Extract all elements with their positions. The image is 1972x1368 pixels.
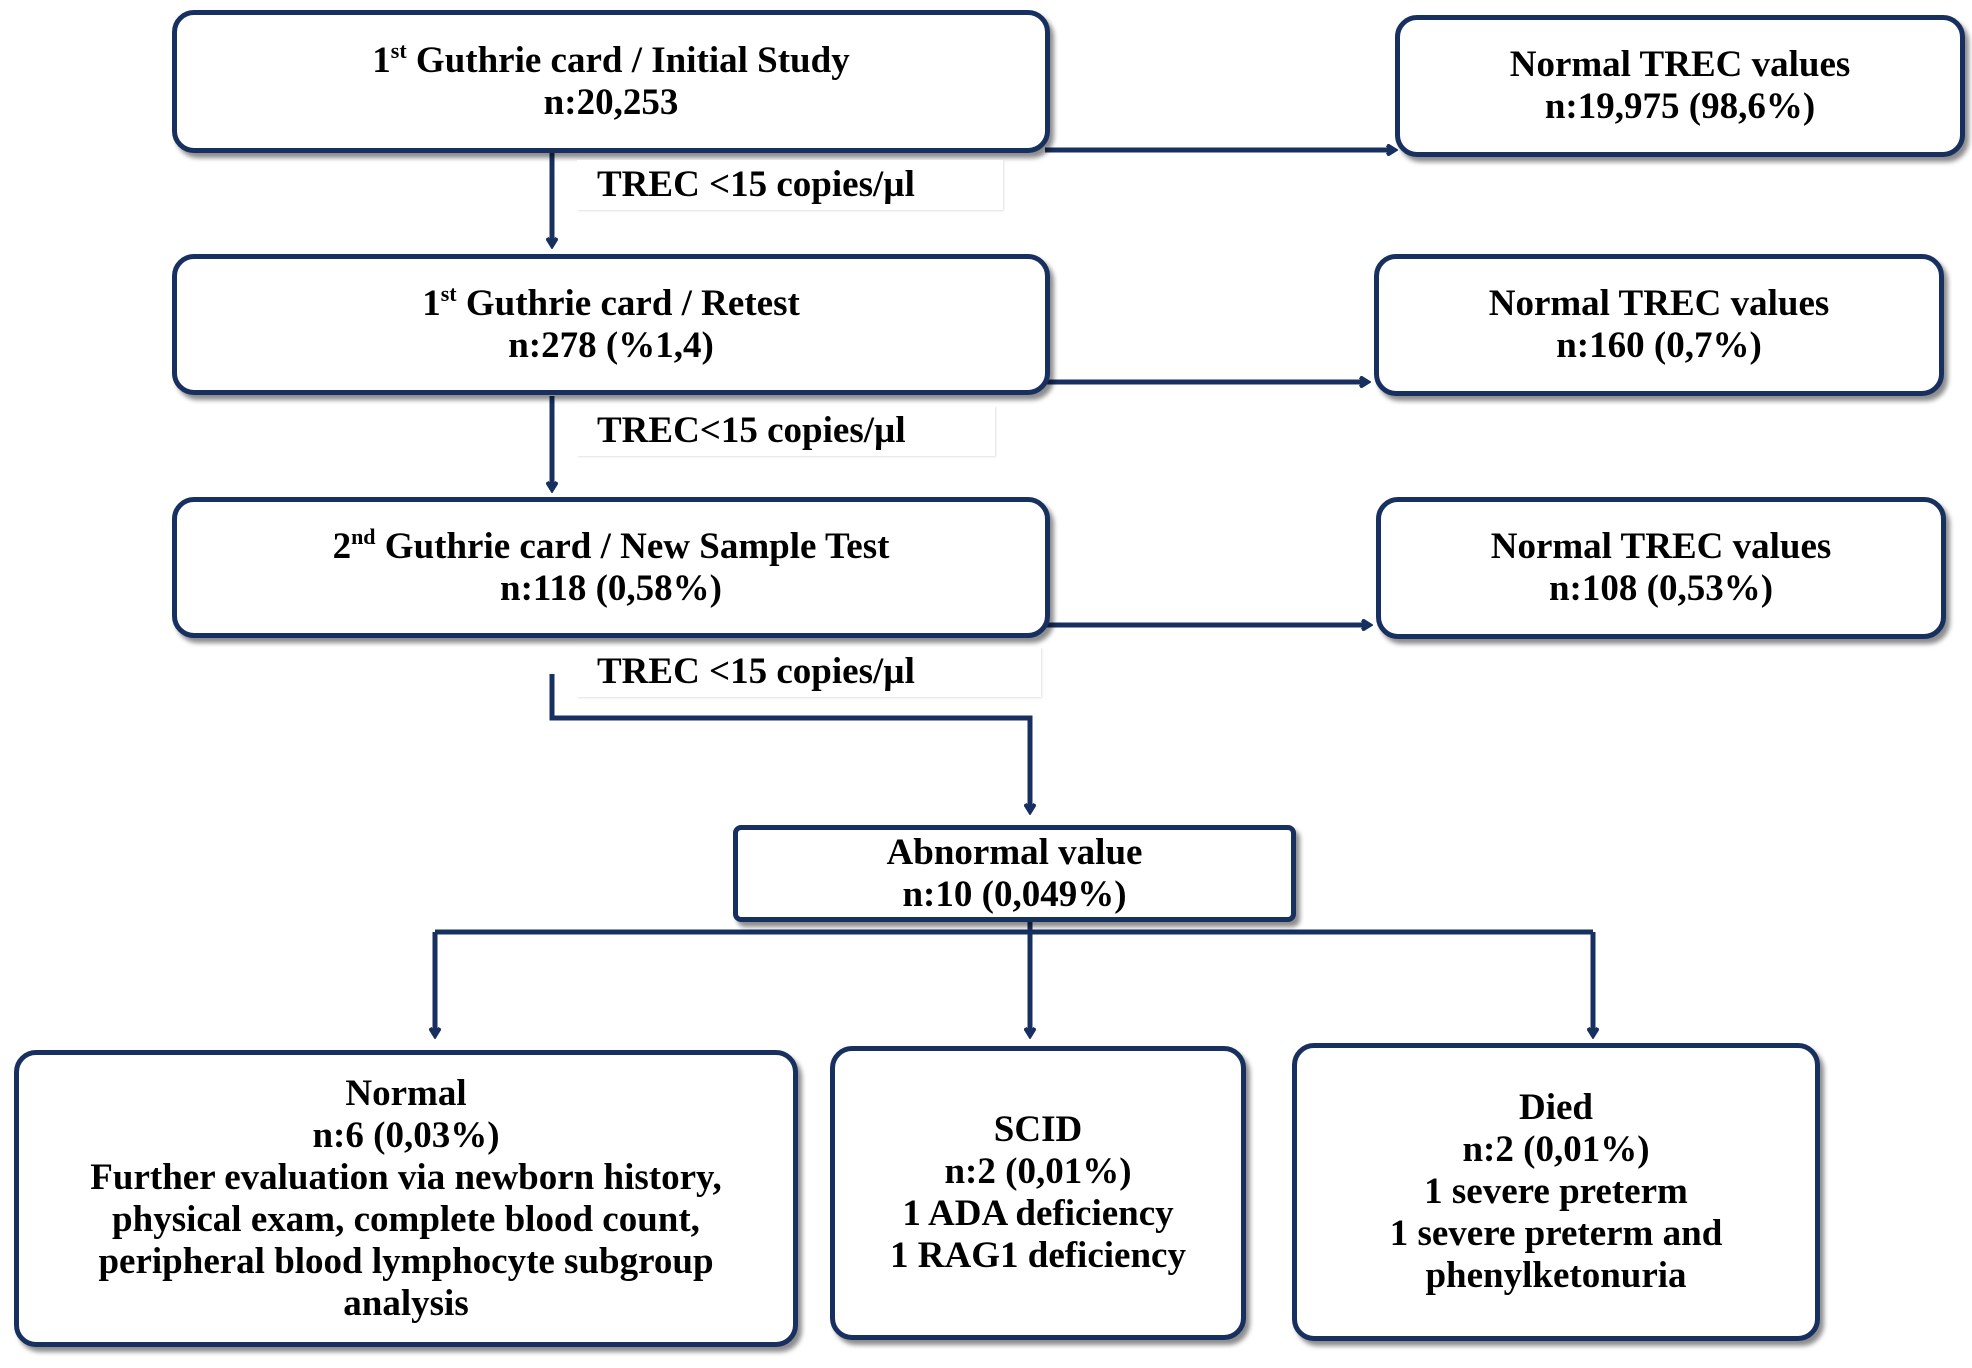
label-trec-threshold-1: TREC <15 copies/µl	[577, 160, 1003, 210]
abnormal-value-title: Abnormal value	[886, 831, 1143, 873]
normal-trec-1-count: n:19,975 (98,6%)	[1544, 86, 1816, 127]
outcome-scid-count: n:2 (0,01%)	[944, 1151, 1132, 1192]
outcome-scid-detail: 1 ADA deficiency	[902, 1193, 1174, 1234]
retest-count: n:278 (%1,4)	[508, 324, 714, 366]
normal-trec-2-title: Normal TREC values	[1488, 283, 1830, 324]
outcome-died-count: n:2 (0,01%)	[1462, 1129, 1650, 1170]
normal-trec-1-title: Normal TREC values	[1509, 44, 1851, 85]
outcome-normal-detail: physical exam, complete blood count,	[112, 1198, 700, 1240]
outcome-normal-detail: peripheral blood lymphocyte subgroup	[98, 1240, 714, 1282]
label-trec-threshold-3: TREC <15 copies/µl	[577, 647, 1041, 697]
outcome-died-detail: 1 severe preterm and	[1389, 1213, 1723, 1254]
box-outcome-scid: SCID n:2 (0,01%) 1 ADA deficiency 1 RAG1…	[830, 1046, 1246, 1340]
box-outcome-normal: Normal n:6 (0,03%) Further evaluation vi…	[14, 1050, 798, 1347]
initial-study-title: 1st Guthrie card / Initial Study	[372, 37, 850, 81]
initial-study-count: n:20,253	[543, 81, 679, 123]
abnormal-value-count: n:10 (0,049%)	[902, 873, 1127, 915]
normal-trec-2-count: n:160 (0,7%)	[1556, 325, 1762, 366]
outcome-died-detail: phenylketonuria	[1425, 1255, 1687, 1296]
new-sample-test-title: 2nd Guthrie card / New Sample Test	[332, 523, 890, 567]
outcome-normal-detail: Further evaluation via newborn history,	[90, 1156, 722, 1198]
box-outcome-died: Died n:2 (0,01%) 1 severe preterm 1 seve…	[1292, 1043, 1820, 1341]
box-initial-study: 1st Guthrie card / Initial Study n:20,25…	[172, 10, 1050, 153]
outcome-normal-count: n:6 (0,03%)	[312, 1114, 500, 1156]
outcome-died-title: Died	[1519, 1087, 1593, 1128]
box-normal-trec-3: Normal TREC values n:108 (0,53%)	[1376, 497, 1946, 639]
box-normal-trec-1: Normal TREC values n:19,975 (98,6%)	[1395, 15, 1965, 157]
outcome-scid-detail: 1 RAG1 deficiency	[890, 1235, 1186, 1276]
box-abnormal-value: Abnormal value n:10 (0,049%)	[733, 825, 1296, 922]
box-normal-trec-2: Normal TREC values n:160 (0,7%)	[1374, 254, 1944, 396]
new-sample-test-count: n:118 (0,58%)	[500, 567, 722, 609]
outcome-died-detail: 1 severe preterm	[1424, 1171, 1688, 1212]
box-new-sample-test: 2nd Guthrie card / New Sample Test n:118…	[172, 497, 1050, 638]
normal-trec-3-count: n:108 (0,53%)	[1548, 568, 1774, 609]
arrow-newsample-to-abnormal	[549, 674, 1030, 812]
outcome-scid-title: SCID	[993, 1109, 1083, 1150]
retest-title: 1st Guthrie card / Retest	[422, 280, 800, 324]
outcome-normal-title: Normal	[345, 1072, 467, 1114]
label-trec-threshold-2: TREC<15 copies/µl	[577, 406, 995, 456]
outcome-normal-detail: analysis	[343, 1282, 469, 1324]
normal-trec-3-title: Normal TREC values	[1490, 526, 1832, 567]
box-retest: 1st Guthrie card / Retest n:278 (%1,4)	[172, 254, 1050, 395]
